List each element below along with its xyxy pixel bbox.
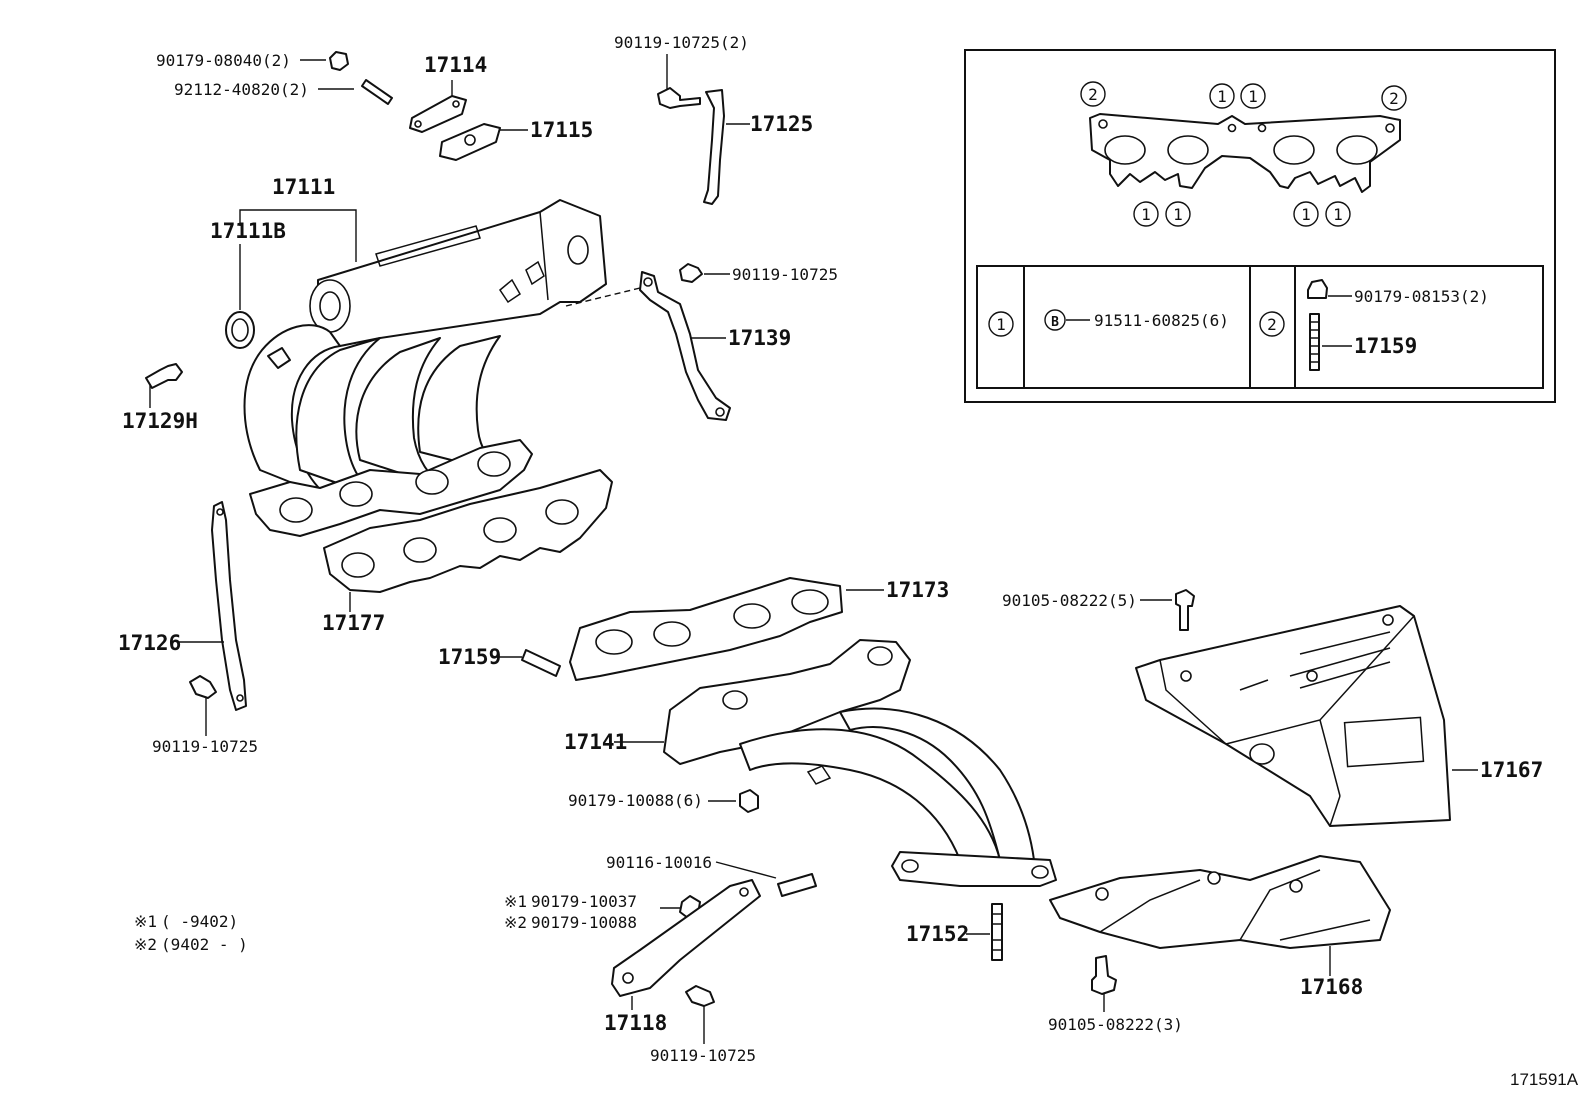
label-17111: 17111 (272, 175, 335, 199)
label-17152: 17152 (906, 922, 969, 946)
sensor-17129h (145, 363, 183, 389)
stay-17139 (639, 271, 731, 421)
stud-17159 (521, 649, 561, 677)
note-mark-1: ※1 (504, 892, 527, 911)
label-17167: 17167 (1480, 758, 1543, 782)
intake-manifold-17111: 17111 17111B (210, 175, 607, 537)
label-90119-10725-2: 90119-10725(2) (614, 33, 749, 52)
callout-2-left: 2 (1088, 85, 1098, 104)
heat-insulator-17168-group: 17168 90105-08222(3) (1048, 855, 1391, 1034)
callout-1-bottom-c: 1 (1301, 205, 1311, 224)
label-17139: 17139 (728, 326, 791, 350)
table-marker-2: 2 (1267, 315, 1277, 334)
label-17173: 17173 (886, 578, 949, 602)
label-17129h: 17129H (122, 409, 198, 433)
callout-1-top-b: 1 (1248, 87, 1258, 106)
exhaust-manifold-17141: 17141 (564, 639, 1057, 887)
label-90105-08222-3: 90105-08222(3) (1048, 1015, 1183, 1034)
bolt-90119-10725-top (657, 87, 701, 109)
inset-table: 1 B 91511-60825(6) 2 90179-08153(2) 1715… (976, 265, 1544, 389)
label-90119-10725-c: 90119-10725 (650, 1046, 756, 1065)
revision-notes: ※1( -9402) ※2(9402 - ) (134, 912, 248, 954)
nut-icon (1307, 279, 1328, 299)
label-90105-08222-5: 90105-08222(5) (1002, 591, 1137, 610)
inset-gasket-drawing (1089, 113, 1401, 193)
stud-17152-group: 17152 (906, 903, 1003, 961)
label-90179-10088-6: 90179-10088(6) (568, 791, 703, 810)
note-1: ※1( -9402) (134, 912, 238, 931)
label-17177: 17177 (322, 611, 385, 635)
label-17159: 17159 (438, 645, 501, 669)
stud-17159-group: 17159 (438, 645, 561, 677)
stay-17126-group: 17126 90119-10725 (118, 501, 258, 756)
callout-1-bottom-d: 1 (1333, 205, 1343, 224)
stay-17125 (703, 89, 725, 205)
stay-17139-group: 90119-10725 17139 (565, 263, 838, 421)
exhaust-gasket-17173: 17173 (569, 577, 949, 681)
label-90116-10016: 90116-10016 (606, 853, 712, 872)
stud-17152 (991, 903, 1003, 961)
small-parts-top: 90179-08040(2) 92112-40820(2) 17114 1711… (156, 33, 813, 205)
bolt-90105-08222-top (1175, 589, 1195, 631)
bolt-90105-08222-bottom (1091, 955, 1117, 995)
label-17111b: 17111B (210, 219, 286, 243)
bolt-90119-10725-a (679, 263, 703, 283)
sensor-17129h-group: 17129H (122, 363, 198, 433)
label-17118: 17118 (604, 1011, 667, 1035)
plate-17114 (409, 95, 467, 133)
label-90119-10725-b: 90119-10725 (152, 737, 258, 756)
label-17115: 17115 (530, 118, 593, 142)
bracket-17118 (611, 879, 761, 997)
inset-panel: 2 1 1 2 1 1 1 1 1 B 91511-60825(6) 2 (964, 49, 1556, 403)
stud-icon (1309, 313, 1320, 371)
label-90179-08153: 90179-08153(2) (1354, 287, 1489, 306)
stud-90116-10016 (777, 873, 817, 897)
callout-1-bottom-a: 1 (1141, 205, 1151, 224)
diagram-id: 171591A (1510, 1070, 1579, 1089)
heat-insulator-17168 (1049, 855, 1391, 949)
label-90179-08040: 90179-08040(2) (156, 51, 291, 70)
heat-insulator-17167-group: 90105-08222(5) 17167 (1002, 589, 1543, 827)
label-17159-inset: 17159 (1354, 334, 1417, 358)
label-17114: 17114 (424, 53, 487, 77)
nut-90179-10088-6-group: 90179-10088(6) (568, 789, 759, 813)
gasket-17177: 17177 (322, 469, 613, 635)
heat-insulator-17167 (1135, 605, 1451, 827)
bolt-90119-10725-b (189, 675, 217, 699)
table-marker-1: 1 (996, 315, 1006, 334)
label-17126: 17126 (118, 631, 181, 655)
label-90119-10725-a: 90119-10725 (732, 265, 838, 284)
callout-1-bottom-b: 1 (1173, 205, 1183, 224)
nut-90179-08040 (329, 51, 349, 71)
inset-gasket-callouts: 2 1 1 2 1 1 1 1 (1080, 81, 1407, 227)
boss-17111-side (267, 347, 291, 369)
nut-90179-10088 (739, 789, 759, 813)
callout-2-right: 2 (1389, 89, 1399, 108)
note-2: ※2(9402 - ) (134, 935, 248, 954)
callout-1-top-a: 1 (1217, 87, 1227, 106)
label-17125: 17125 (750, 112, 813, 136)
note-mark-2: ※2 (504, 913, 527, 932)
label-17168: 17168 (1300, 975, 1363, 999)
bolt-symbol-b: B (1051, 315, 1059, 330)
label-92112-40820: 92112-40820(2) (174, 80, 309, 99)
bolt-90119-10725-c (685, 985, 715, 1007)
label-17141: 17141 (564, 730, 627, 754)
stay-17126 (211, 501, 247, 711)
stud-92112-40820 (361, 79, 393, 105)
label-91511-60825: 91511-60825(6) (1094, 311, 1229, 330)
